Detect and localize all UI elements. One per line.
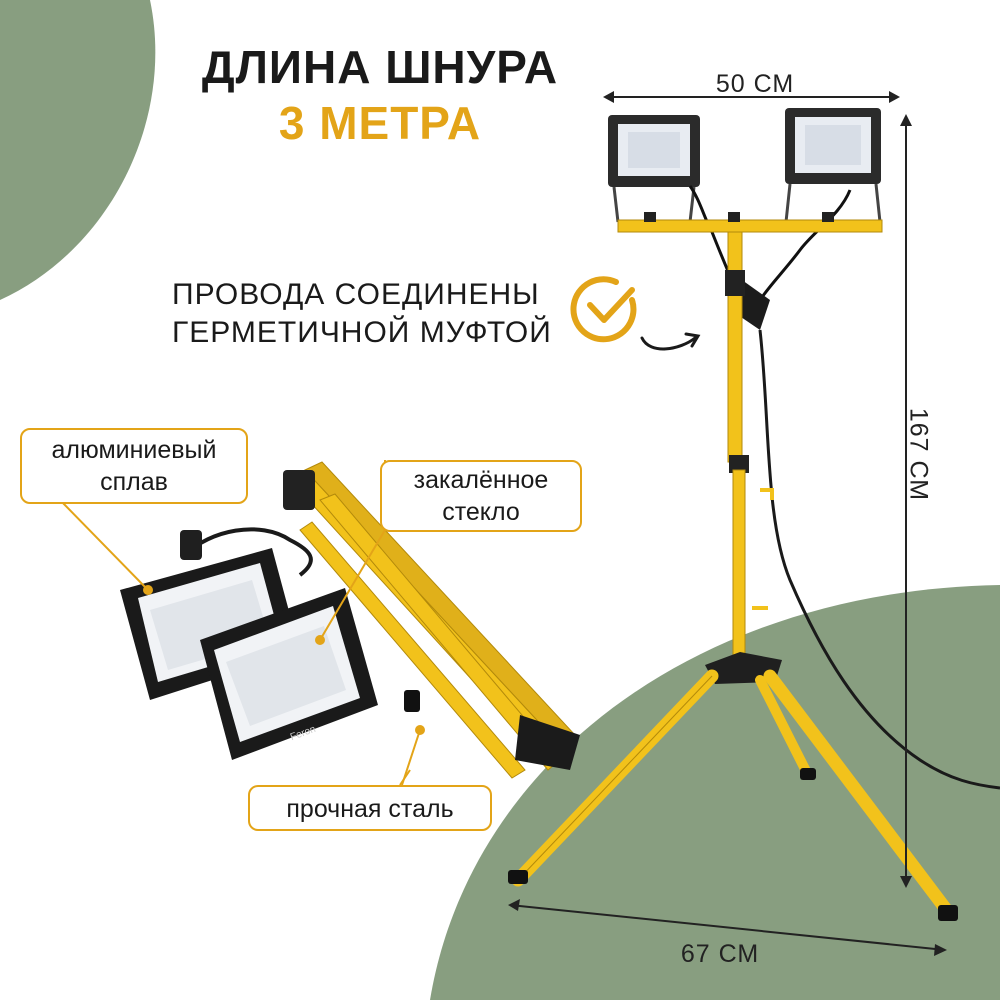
dimension-height: 167 СМ (904, 407, 933, 502)
label-tempered-glass: закалённое стекло (380, 460, 582, 532)
assembled-tripod (508, 108, 1000, 921)
callout-line-1: ПРОВОДА СОЕДИНЕНЫ (172, 278, 540, 311)
folded-kit (120, 461, 580, 779)
headline-cord-length: ДЛИНА ШНУРА (201, 41, 559, 93)
check-circle-icon (570, 276, 637, 343)
floodlight-left (608, 115, 742, 301)
label-aluminum-alloy: алюминиевый сплав (20, 428, 248, 504)
dimension-lines (508, 91, 947, 956)
green-blob-bottom-right (430, 585, 1000, 1000)
sealed-coupling-callout: ПРОВОДА СОЕДИНЕНЫ ГЕРМЕТИЧНОЙ МУФТОЙ (172, 276, 552, 352)
floodlight-right (758, 108, 882, 301)
curved-arrow-icon (640, 332, 701, 351)
green-blob-top-left (0, 0, 156, 300)
callout-line-2: ГЕРМЕТИЧНОЙ МУФТОЙ (172, 316, 552, 349)
dimension-base-width: 67 СМ (680, 940, 760, 968)
label-durable-steel: прочная сталь (248, 785, 492, 831)
headline-cord-value: 3 МЕТРА (278, 97, 482, 149)
dimension-top-width: 50 СМ (715, 70, 795, 98)
